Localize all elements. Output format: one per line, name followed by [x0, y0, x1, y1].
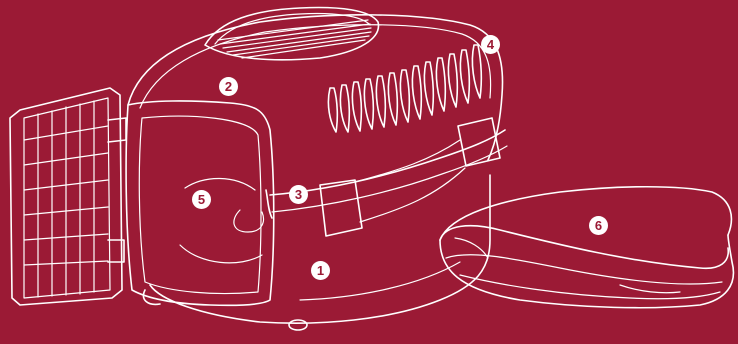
carrier-top-shell — [128, 8, 503, 160]
side-vents — [328, 45, 481, 132]
label-2-badge: 2 — [219, 77, 238, 96]
shell-seam — [270, 130, 505, 195]
label-4-badge: 4 — [481, 35, 500, 54]
folded-blanket — [440, 187, 733, 308]
wire-door — [10, 88, 126, 305]
label-6-badge: 6 — [589, 216, 608, 235]
label-3-badge: 3 — [289, 185, 308, 204]
label-1-badge: 1 — [311, 261, 330, 280]
label-5-badge: 5 — [192, 190, 211, 209]
carrier-straps — [320, 118, 500, 236]
